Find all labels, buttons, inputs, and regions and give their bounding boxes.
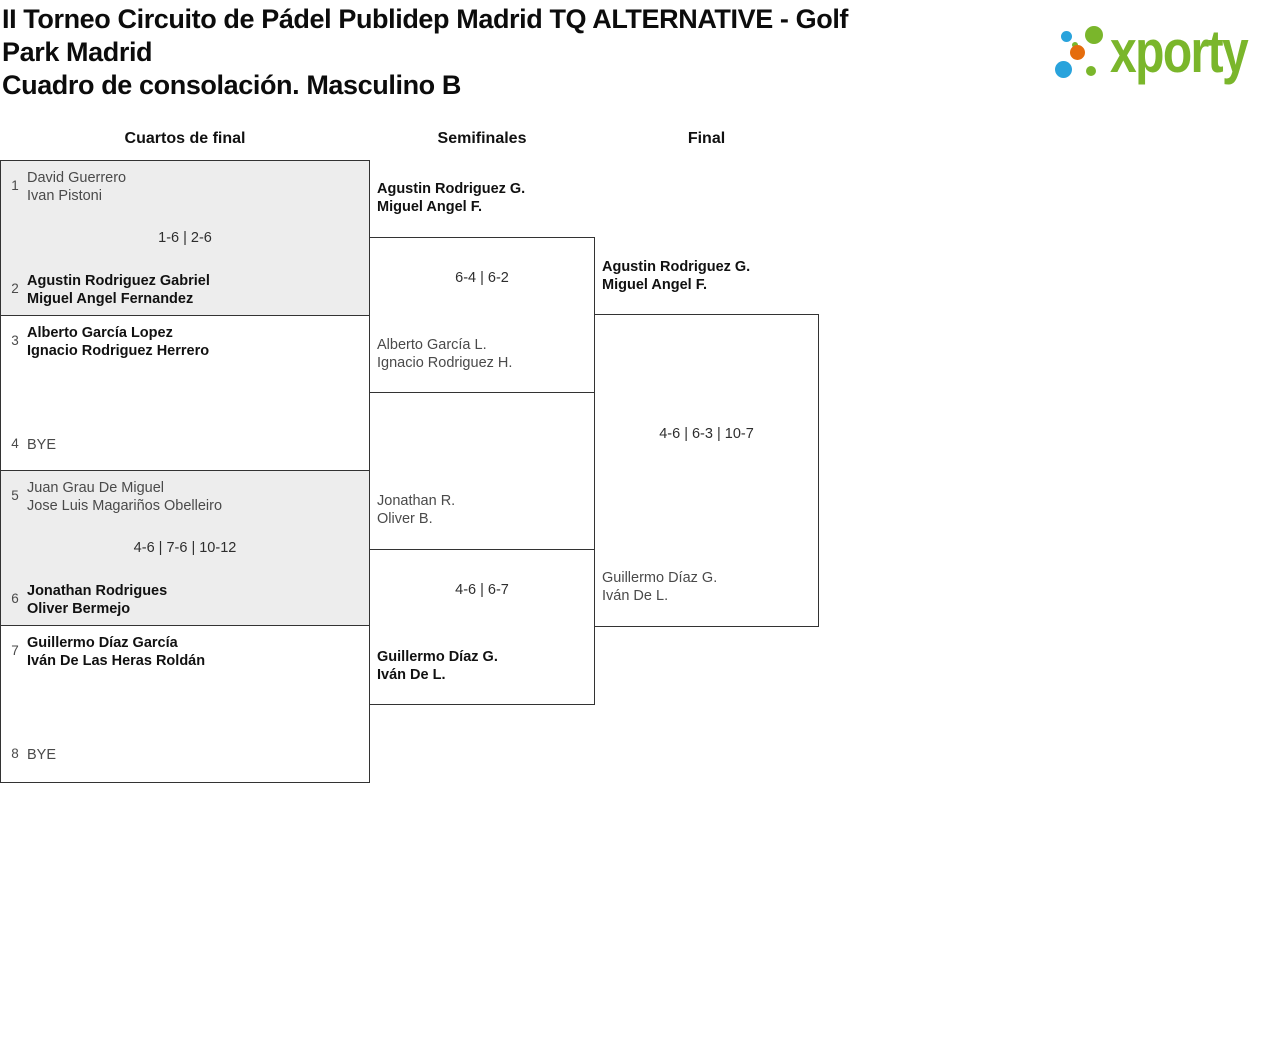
team-entry-winner: Jonathan Rodrigues Oliver Bermejo <box>27 583 168 617</box>
team-entry-winner: Agustin Rodriguez G. Miguel Angel F. <box>602 259 751 293</box>
match-sf-2 <box>369 549 595 705</box>
seed-number: 7 <box>11 643 19 658</box>
logo-dot-blue-large-icon <box>1055 61 1072 78</box>
match-score: 6-4 | 6-2 <box>455 270 509 286</box>
team-entry-winner: Alberto García Lopez Ignacio Rodriguez H… <box>27 325 210 359</box>
team-entry-bye: BYE <box>27 437 57 453</box>
xporty-logo[interactable]: xporty <box>1048 8 1276 100</box>
team-entry: Jonathan R. Oliver B. <box>377 493 456 527</box>
match-score: 4-6 | 6-7 <box>455 582 509 598</box>
logo-wordmark: xporty <box>1110 18 1249 85</box>
page-subtitle: Cuadro de consolación. Masculino B <box>2 70 461 100</box>
round-header-cuartos: Cuartos de final <box>124 130 246 147</box>
team-entry-winner: Agustin Rodriguez Gabriel Miguel Angel F… <box>27 273 210 307</box>
match-score: 4-6 | 6-3 | 10-7 <box>659 426 754 442</box>
round-header-semifinales: Semifinales <box>437 130 527 147</box>
team-entry-winner: Guillermo Díaz G. Iván De L. <box>377 649 498 683</box>
title-line-2: Park Madrid <box>2 37 153 67</box>
seed-number: 4 <box>11 436 19 451</box>
team-entry-winner: Guillermo Díaz García Iván De Las Heras … <box>27 635 206 669</box>
seed-number: 1 <box>11 178 19 193</box>
title-line-1: II Torneo Circuito de Pádel Publidep Mad… <box>2 4 849 34</box>
team-entry: Alberto García L. Ignacio Rodriguez H. <box>377 337 513 371</box>
match-score: 4-6 | 7-6 | 10-12 <box>133 540 237 556</box>
logo-dot-green-small-icon <box>1086 66 1096 76</box>
seed-number: 6 <box>11 591 19 606</box>
team-entry: Juan Grau De Miguel Jose Luis Magariños … <box>27 480 223 514</box>
page-title: II Torneo Circuito de Pádel Publidep Mad… <box>2 3 922 102</box>
logo-dot-green-large-icon <box>1085 26 1103 44</box>
match-sf-1 <box>369 237 595 393</box>
round-header-final: Final <box>687 130 726 147</box>
seed-number: 8 <box>11 746 19 761</box>
team-entry-bye: BYE <box>27 747 57 763</box>
seed-number: 5 <box>11 488 19 503</box>
match-qf-4: 7 Guillermo Díaz García Iván De Las Hera… <box>0 625 370 783</box>
match-qf-2: 3 Alberto García Lopez Ignacio Rodriguez… <box>0 315 370 471</box>
logo-dot-blue-small-icon <box>1061 31 1072 42</box>
team-entry-winner: Agustin Rodriguez G. Miguel Angel F. <box>377 181 526 215</box>
match-score: 1-6 | 2-6 <box>158 230 212 246</box>
logo-dot-orange-icon <box>1070 45 1085 60</box>
team-entry: David Guerrero Ivan Pistoni <box>27 170 127 204</box>
seed-number: 2 <box>11 281 19 296</box>
team-entry: Guillermo Díaz G. Iván De L. <box>602 570 718 604</box>
match-final <box>594 314 819 627</box>
match-qf-1: 1 David Guerrero Ivan Pistoni 1-6 | 2-6 … <box>0 160 370 316</box>
match-qf-3: 5 Juan Grau De Miguel Jose Luis Magariño… <box>0 470 370 626</box>
seed-number: 3 <box>11 333 19 348</box>
